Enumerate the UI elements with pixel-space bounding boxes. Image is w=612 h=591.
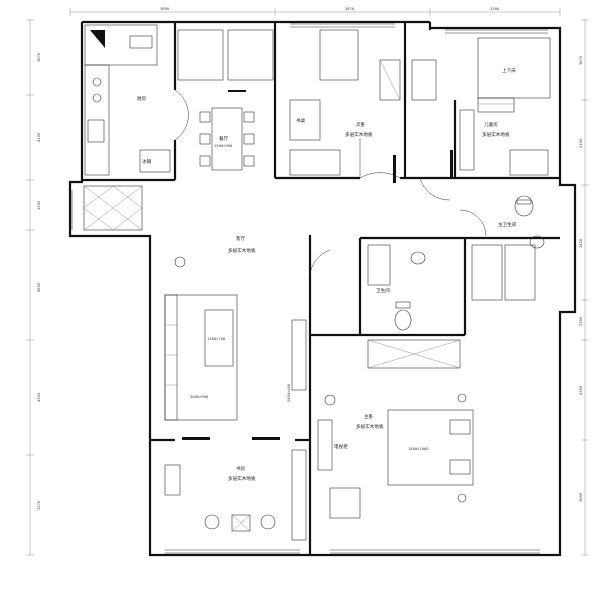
dim-top-1: 3890 [160,6,170,11]
dining-area [177,29,274,171]
dim-right-2: 3150 [578,138,583,148]
master-bedroom-label: 主卧 [364,413,374,420]
dim-right-3: 3420 [578,238,583,248]
study-label: 书房 [236,465,246,472]
bathrooms [367,195,545,331]
dim-left-5: 4350 [36,392,41,402]
dim-top-2: 3070 [345,6,355,11]
dim-right-6: 3600 [578,492,583,502]
second-bedroom [289,29,401,176]
dim-left-2: 4120 [36,132,41,142]
child-bedroom [411,37,551,176]
windows [71,23,548,554]
living-label: 客厅 [236,235,246,242]
dim-left-1: 3870 [36,52,41,62]
dining-label: 餐厅 [219,135,229,142]
interior-walls [82,22,560,555]
exterior-walls [68,20,577,557]
master-bed-size: 1800×2000 [408,446,429,451]
study-room [164,449,307,541]
master-bedroom-floor: 多层实木地板 [356,423,384,430]
master-bedroom [317,339,474,519]
bunk-bed-label: 上下床 [502,67,516,74]
kitchen-balcony [83,185,143,231]
desk-label: 书桌 [296,117,306,124]
child-bedroom-label: 儿童房 [484,121,498,128]
dim-top-3: 3200 [490,6,500,11]
dim-right-1: 3870 [578,55,583,65]
tv-master-label: 电视柜 [334,443,348,450]
dim-right-4: 1760 [578,316,583,326]
living-room [164,256,307,421]
second-bedroom-floor: 多层实木地板 [345,131,373,138]
door-swings [174,89,487,440]
kitchen [84,24,171,176]
child-bedroom-floor: 多层实木地板 [482,131,510,138]
bathroom-label: 卫生间 [376,287,390,294]
fridge-label: 冰箱 [142,158,152,165]
coffee-table-size: 1300×700 [207,336,226,341]
dim-left-3: 1200 [36,200,41,210]
living-floor: 多层实木地板 [228,247,256,254]
sofa-size: 3000×900 [190,394,209,399]
dim-right-5: 4350 [578,385,583,395]
dimension-lines [26,8,589,556]
dining-table-size: 1500×900 [214,143,233,148]
kitchen-label: 厨房 [137,95,147,102]
master-bath-label: 主卫生间 [498,221,517,228]
tv-cabinet-size: 2400×400 [286,383,291,402]
study-floor: 多层实木地板 [228,475,256,482]
second-bedroom-label: 次卧 [356,121,366,128]
dim-left-6: 3270 [36,500,41,510]
dim-left-4: 5850 [36,282,41,292]
